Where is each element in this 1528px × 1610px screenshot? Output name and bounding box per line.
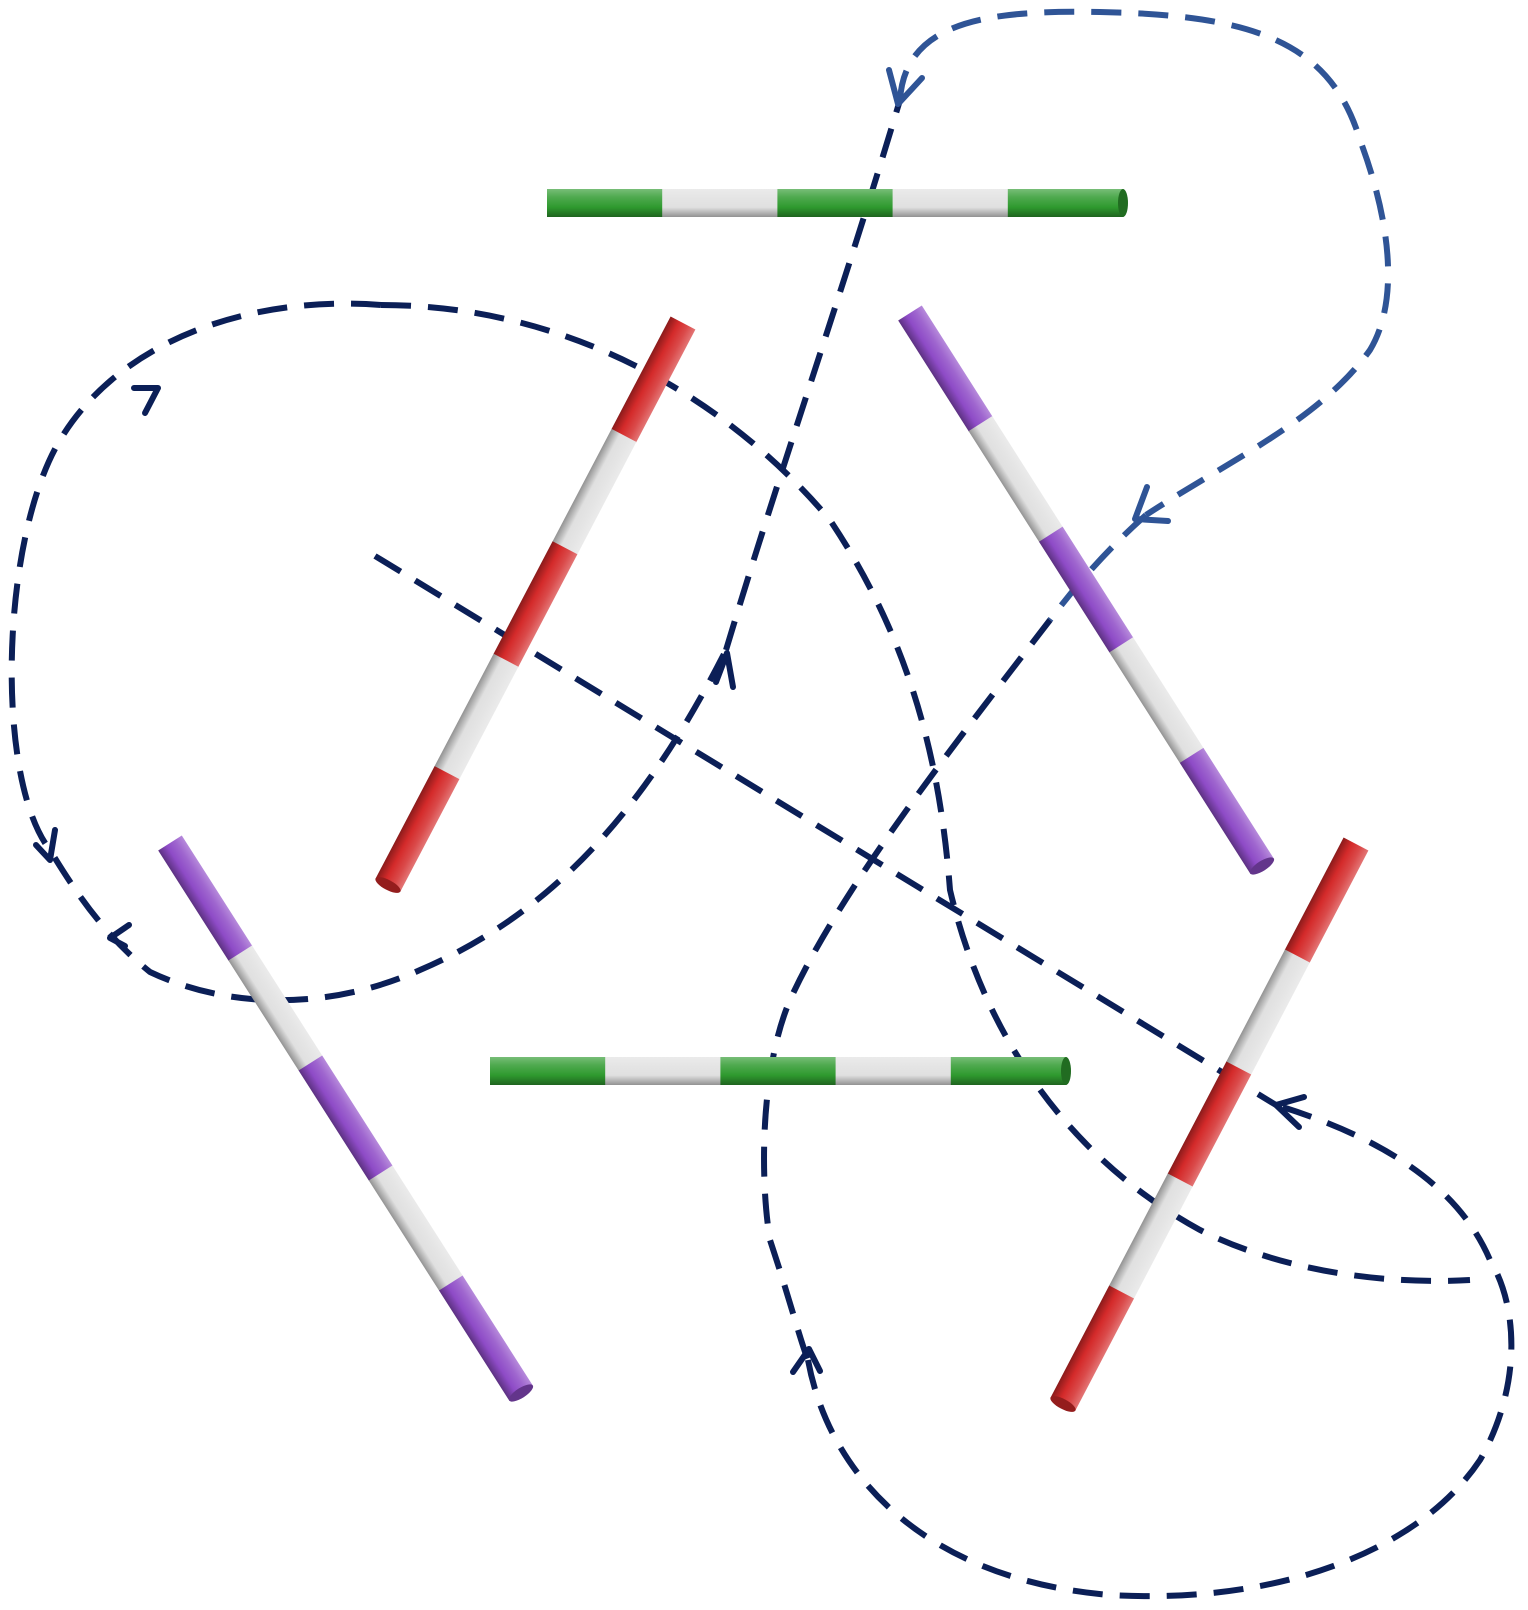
rod-red-upper-segment-red [493, 541, 578, 668]
arrowhead-upper-left [131, 385, 161, 416]
rod-green-bottom-end-cap [1061, 1057, 1071, 1085]
dashed-path-central-arc [380, 302, 1471, 1284]
rod-green-top [547, 189, 1128, 217]
rod-purple-upper-segment-white [968, 416, 1063, 543]
rod-green-bottom-segment-white [835, 1057, 952, 1085]
rod-green-bottom-segment-white [605, 1057, 721, 1085]
rod-red-upper-segment-red [611, 316, 696, 443]
rod-red-lower-segment-red [1050, 1285, 1135, 1412]
rod-red-upper-segment-red [375, 766, 460, 893]
rod-green-top-segment-green [547, 189, 663, 217]
arrowhead-lower-left [107, 922, 132, 949]
arrowhead-center [713, 650, 736, 690]
rod-purple-upper-segment-purple [898, 305, 993, 432]
rod-red-upper-end-cap [375, 877, 401, 893]
rod-green-top-segment-green [777, 189, 894, 217]
rod-red-lower-end-cap [1050, 1396, 1076, 1412]
rod-purple-lower-segment-purple [158, 835, 253, 962]
rod-green-bottom-segment-green [950, 1057, 1067, 1085]
rod-red-lower-segment-white [1108, 1173, 1193, 1300]
arrowhead-lower-right [1273, 1094, 1307, 1130]
dashed-path-diagonal [373, 553, 1278, 1108]
rod-red-upper [375, 316, 696, 893]
rod-purple-upper-segment-purple [1038, 526, 1134, 653]
dashed-path-bottom-right-loop [805, 1102, 1515, 1600]
rod-purple-lower-segment-purple [298, 1055, 393, 1182]
rod-red-upper-segment-white [434, 653, 519, 780]
arrowhead-top [886, 67, 925, 107]
rod-purple-lower-segment-purple [438, 1275, 534, 1402]
rod-purple-lower [158, 835, 534, 1402]
rod-green-top-segment-green [1007, 189, 1124, 217]
rod-green-top-segment-white [662, 189, 778, 217]
rod-red-lower [1050, 837, 1369, 1412]
rod-purple-upper-end-cap [1249, 857, 1275, 875]
rod-red-lower-segment-red [1167, 1061, 1252, 1188]
rod-red-lower-segment-white [1226, 949, 1310, 1076]
rod-purple-lower-segment-white [228, 945, 323, 1072]
rod-purple-upper-segment-white [1109, 637, 1204, 764]
rod-green-top-segment-white [892, 189, 1009, 217]
rod-purple-upper-segment-purple [1179, 747, 1275, 875]
rod-purple-lower-segment-white [368, 1165, 463, 1292]
arrowhead-bottom [790, 1346, 823, 1375]
arrowhead-right [1132, 484, 1171, 524]
rod-red-lower-segment-red [1284, 837, 1369, 964]
rods [158, 189, 1369, 1412]
rod-green-bottom-segment-green [720, 1057, 837, 1085]
dashed-path-descending [761, 618, 1053, 1362]
rod-purple-upper [898, 305, 1275, 875]
dashed-path-top-right-loop [897, 8, 1392, 518]
dashed-path-left-loop [8, 300, 729, 1004]
rod-green-top-end-cap [1118, 189, 1128, 217]
arrowheads [33, 67, 1307, 1375]
trajectory-paths [8, 8, 1515, 1600]
rod-green-bottom-segment-green [490, 1057, 606, 1085]
dashed-path-ascending [723, 99, 903, 651]
dashed-path-light-descending [1047, 512, 1148, 622]
arrowhead-left [33, 827, 58, 863]
rod-green-bottom [490, 1057, 1071, 1085]
rod-red-upper-segment-white [552, 428, 637, 555]
rod-purple-lower-end-cap [508, 1384, 534, 1402]
